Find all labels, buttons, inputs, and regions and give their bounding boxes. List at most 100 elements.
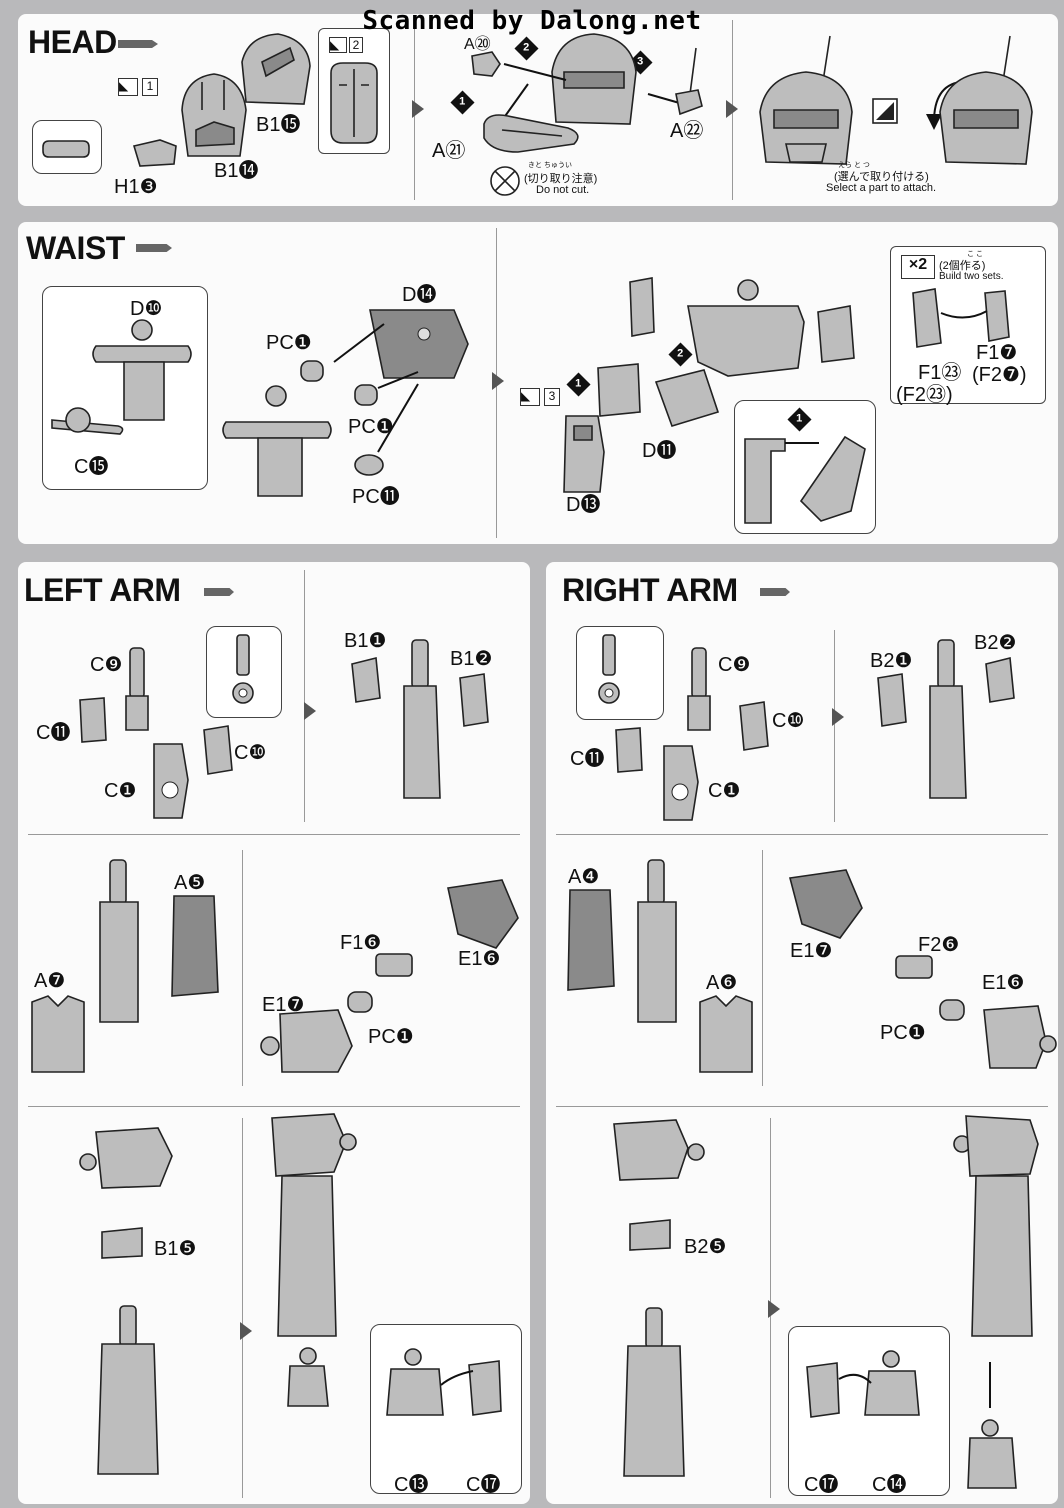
ra-divider-4 — [556, 1106, 1048, 1107]
label-f2-7: (F2❼) — [972, 364, 1027, 386]
label-la-e1-6: E1❻ — [458, 948, 501, 970]
la-a5-part — [171, 895, 219, 997]
label-ra-c14: C⓮ — [872, 1474, 907, 1496]
right-arm-title: RIGHT ARM — [562, 572, 738, 608]
ra-c11-part — [615, 727, 643, 773]
label-a-22: A㉒ — [670, 120, 704, 142]
left-arm-panel: LEFT ARM C❾ C⓫ C❿ C❶ B1❶ B1❷ A❺ A❼ F1❻ — [18, 562, 530, 1504]
la-pc1-part — [347, 991, 373, 1013]
label-ra-c9: C❾ — [718, 654, 751, 676]
label-ra-f2-6: F2❻ — [918, 934, 960, 956]
label-a-20: A⑳ — [464, 36, 491, 53]
two-sets-ruby: こ こ — [967, 251, 983, 258]
do-not-cut-en: Do not cut. — [536, 184, 590, 196]
head-face-part — [551, 33, 637, 125]
la-forearm-frame — [99, 859, 139, 1023]
ra-step-arrow-2 — [768, 1300, 780, 1318]
head-title-arrow — [118, 40, 158, 48]
two-sets-jp: (2個作る) — [939, 260, 986, 272]
label-la-f1-6: F1❻ — [340, 932, 382, 954]
label-h1-3: H1❸ — [114, 176, 158, 198]
label-ra-c1: C❶ — [708, 780, 741, 802]
label-la-b1-1: B1❶ — [344, 630, 387, 652]
label-la-a5: A❺ — [174, 872, 206, 894]
la-divider-3 — [242, 850, 243, 1086]
ra-hand-callout — [788, 1326, 950, 1496]
head-small-part — [471, 51, 501, 77]
cut-tool-icon-3: ◣ — [520, 388, 540, 406]
label-pc11: PC⓫ — [352, 486, 400, 508]
la-divider-2 — [28, 834, 520, 835]
head-inner-callout: ◣ 2 — [318, 28, 390, 154]
la-step-arrow-1 — [304, 702, 316, 720]
ra-divider-2 — [556, 834, 1048, 835]
label-la-pc1: PC❶ — [368, 1026, 414, 1048]
la-divider-5 — [242, 1118, 243, 1498]
label-ra-c17: C⓱ — [804, 1474, 839, 1496]
ra-upper-arm — [877, 639, 1015, 799]
cut-tool-icon: ◣ — [118, 78, 138, 96]
label-la-b1-2: B1❷ — [450, 648, 493, 670]
la-forearm-b — [97, 1305, 159, 1475]
la-forearm-complete — [271, 1113, 357, 1337]
step-number-icon-2: 2 — [349, 37, 363, 53]
la-hand-guard — [79, 1127, 173, 1189]
helmet-part-b1-14 — [181, 73, 247, 157]
waist-step-1: 1 — [566, 372, 591, 397]
ra-hand-guard — [613, 1119, 705, 1181]
waist-panel: WAIST D❿ C⓯ PC❶ PC❶ PC⓫ D⓮ ◣ 3 1 2 — [18, 222, 1058, 544]
select-en: Select a part to attach. — [826, 182, 937, 194]
label-d14: D⓮ — [402, 284, 437, 306]
waist-peg-part — [51, 407, 124, 435]
ra-forearm-complete — [953, 1115, 1039, 1337]
label-ra-a4: A❹ — [568, 866, 600, 888]
cut-tool-icon-2: ◣ — [329, 37, 347, 53]
pc1-part-b — [354, 384, 378, 406]
two-sets-callout: ×2 こ こ (2個作る) Build two sets. — [890, 246, 1046, 404]
waist-title: WAIST — [26, 230, 125, 266]
label-pc1-a: PC❶ — [266, 332, 312, 354]
pc11-part — [354, 454, 384, 476]
head-chin-part — [483, 114, 579, 153]
head-complete-b — [939, 35, 1033, 165]
ra-pc1-part — [939, 999, 965, 1021]
waist-step-arrow — [492, 372, 504, 390]
ra-a6-part — [699, 995, 753, 1073]
label-la-c9: C❾ — [90, 654, 123, 676]
ra-f2-6-part — [895, 955, 933, 979]
ra-a4-part — [567, 889, 615, 991]
label-ra-a6: A❻ — [706, 972, 738, 994]
waist-arrows — [333, 323, 419, 453]
la-shaft-callout — [206, 626, 282, 718]
right-arm-title-arrow — [760, 588, 790, 596]
waist-core-part — [92, 319, 192, 421]
head-step-arrow-2 — [726, 100, 738, 118]
do-not-cut-ruby: きと ちゅうい — [528, 162, 572, 169]
head-step-arrow-1 — [412, 100, 424, 118]
label-d10: D❿ — [130, 298, 163, 320]
label-d13: D⓭ — [566, 494, 601, 516]
label-ra-b2-5: B2❺ — [684, 1236, 727, 1258]
scan-credit: Scanned by Dalong.net — [362, 6, 702, 36]
la-b1-5-part — [101, 1227, 143, 1259]
do-not-cut-icon — [490, 166, 520, 196]
select-jp: (選んで取り付ける) — [834, 171, 929, 183]
label-c15: C⓯ — [74, 456, 109, 478]
label-f1-23: F1㉓ — [918, 362, 962, 384]
la-divider-1 — [304, 570, 305, 822]
label-ra-b2-1: B2❶ — [870, 650, 913, 672]
head-antenna-part — [675, 47, 703, 116]
ra-forearm-frame — [637, 859, 677, 1023]
step-number-icon: 1 — [142, 78, 158, 96]
la-c1-part — [153, 743, 189, 819]
la-step-arrow-2 — [240, 1322, 252, 1340]
la-c11-part — [79, 697, 107, 743]
label-la-a7: A❼ — [34, 970, 66, 992]
helmet-back-b1-15 — [241, 33, 311, 105]
ra-e1-7-part — [788, 869, 863, 939]
step-number-icon-3: 3 — [544, 388, 560, 406]
label-ra-e1-6: E1❻ — [982, 972, 1025, 994]
label-ra-pc1: PC❶ — [880, 1022, 926, 1044]
label-la-c10: C❿ — [234, 742, 267, 764]
ra-shaft-callout — [576, 626, 664, 720]
